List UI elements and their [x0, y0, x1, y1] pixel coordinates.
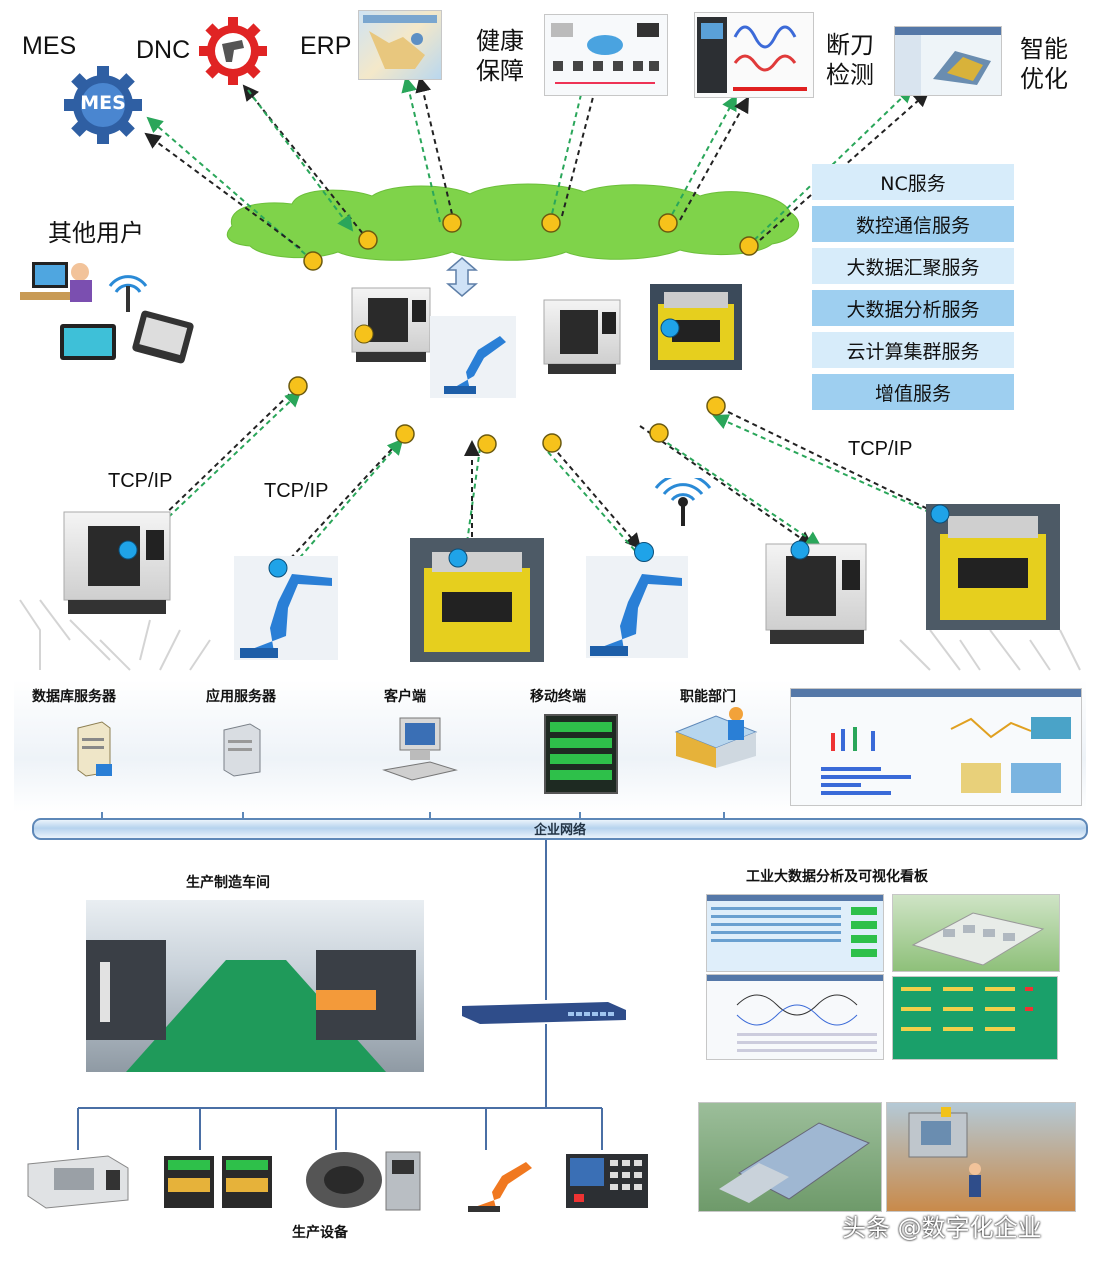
other-users-label: 其他用户: [48, 219, 144, 247]
erp-label: ERP: [300, 32, 352, 60]
protocol-label-left1: TCP/IP: [108, 470, 173, 492]
wifi-icon: [108, 275, 148, 312]
bigdata-thumb-grid[interactable]: [892, 976, 1058, 1060]
equipment-controllers[interactable]: [160, 1152, 276, 1212]
tablet-icon: [60, 324, 116, 360]
handheld-icon: [132, 310, 194, 364]
service-value-added: 增值服务: [812, 374, 1014, 410]
workshop-photo[interactable]: [86, 900, 424, 1072]
wireless-antenna-icon: [650, 473, 716, 528]
smart-optimize-label: 智能 优化: [1020, 34, 1068, 94]
cnc-machine-lower-1[interactable]: [58, 508, 178, 620]
tool-break-label: 断刀 检测: [826, 30, 874, 90]
equipment-robot[interactable]: [452, 1150, 536, 1214]
app-server-icon[interactable]: [218, 722, 266, 778]
inspection-cell-lower-2[interactable]: [926, 504, 1060, 630]
erp-screen-thumbnail[interactable]: [358, 10, 442, 80]
service-bigdata-analysis: 大数据分析服务: [812, 290, 1014, 326]
other-users-devices: [18, 256, 194, 368]
department-icon[interactable]: [670, 706, 762, 768]
client-label: 客户端: [384, 689, 426, 705]
mes-gear-icon[interactable]: MES: [62, 64, 144, 146]
cnc-machine-center-1[interactable]: [348, 284, 436, 368]
robot-arm-lower-1[interactable]: [234, 556, 338, 660]
tool-break-label-line2: 检测: [826, 61, 874, 89]
updown-arrow-icon: [445, 257, 479, 297]
enterprise-network-bus: 企业网络: [32, 818, 1088, 840]
mobile-terminal-screen[interactable]: [544, 714, 618, 794]
department-label: 职能部门: [680, 689, 736, 705]
bigdata-thumb-3d-factory[interactable]: [892, 894, 1060, 972]
equipment-furnace[interactable]: [298, 1146, 424, 1214]
db-server-label: 数据库服务器: [32, 689, 116, 705]
service-nc-comm: 数控通信服务: [812, 206, 1014, 242]
db-server-icon[interactable]: [72, 718, 116, 778]
cloud-nodes: [303, 213, 759, 271]
robot-arm-lower-2-node: [634, 542, 654, 562]
workshop-label: 生产制造车间: [186, 875, 270, 891]
robot-arm-lower-2[interactable]: [586, 542, 688, 658]
inspection-cell-lower-1[interactable]: [410, 538, 544, 662]
dashboard-screenshot[interactable]: [790, 688, 1082, 806]
cnc-machine-lower-2[interactable]: [760, 540, 874, 650]
service-nc: NC服务: [812, 164, 1014, 200]
smart-optimize-thumbnail[interactable]: [894, 26, 1002, 96]
circuit-pattern: [19, 599, 1081, 671]
watermark: 头条 @数字化企业: [842, 1214, 1042, 1242]
health-label-line2: 保障: [476, 57, 524, 85]
client-computer-icon[interactable]: [380, 714, 460, 784]
bigdata-board-label: 工业大数据分析及可视化看板: [746, 869, 928, 885]
health-system-thumbnail[interactable]: [544, 14, 668, 96]
bigdata-thumb-trend[interactable]: [706, 974, 884, 1060]
dnc-gear-icon[interactable]: [198, 16, 268, 86]
service-cloud-cluster: 云计算集群服务: [812, 332, 1014, 368]
mes-gear-text: MES: [80, 92, 126, 114]
machine-3d-view[interactable]: [886, 1102, 1076, 1212]
tool-break-thumbnail[interactable]: [694, 12, 814, 98]
equipment-cnc-panel[interactable]: [564, 1152, 650, 1210]
bigdata-thumb-table[interactable]: [706, 894, 884, 972]
health-label-line1: 健康: [476, 27, 524, 55]
robot-arm-center[interactable]: [430, 316, 516, 398]
app-server-label: 应用服务器: [206, 689, 276, 705]
mes-label: MES: [22, 32, 77, 60]
inspection-cell-center[interactable]: [650, 284, 742, 370]
enterprise-network-label: 企业网络: [533, 823, 586, 838]
equipment-lathe[interactable]: [24, 1150, 134, 1212]
tool-break-label-line1: 断刀: [826, 31, 874, 59]
protocol-label-left2: TCP/IP: [264, 480, 329, 502]
network-switch[interactable]: [458, 1000, 630, 1024]
plant-aerial-view[interactable]: [698, 1102, 882, 1212]
lower-link-nodes: [288, 376, 726, 454]
equipment-label: 生产设备: [292, 1225, 348, 1241]
equipment-tree: [77, 838, 603, 1150]
desktop-user-icon: [20, 262, 92, 302]
dnc-label: DNC: [136, 36, 191, 64]
health-label: 健康 保障: [476, 26, 524, 86]
smart-optimize-label-line2: 优化: [1020, 65, 1068, 93]
mobile-terminal-label: 移动终端: [530, 689, 586, 705]
protocol-label-right: TCP/IP: [848, 438, 913, 460]
smart-optimize-label-line1: 智能: [1020, 35, 1068, 63]
cloud-platform: [227, 183, 800, 261]
cnc-machine-center-2[interactable]: [540, 296, 626, 380]
service-bigdata-gather: 大数据汇聚服务: [812, 248, 1014, 284]
